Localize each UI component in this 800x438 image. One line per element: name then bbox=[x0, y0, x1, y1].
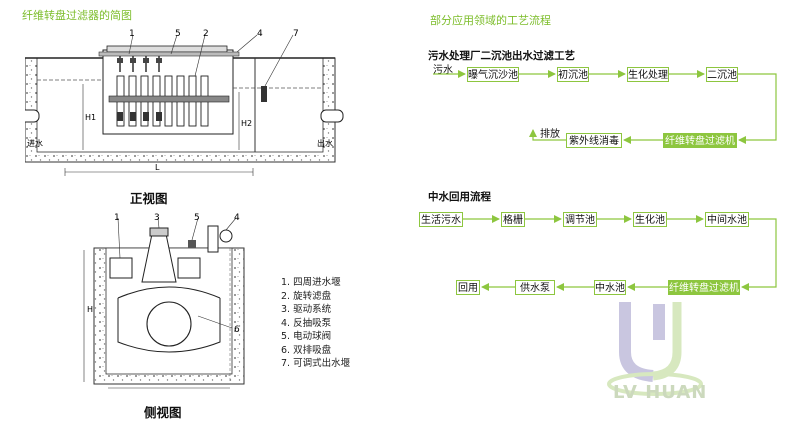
flow1-start: 污水 bbox=[433, 65, 453, 76]
flow2-step-filter: 纤维转盘过滤机 bbox=[668, 280, 740, 295]
flow1-title: 污水处理厂二沉池出水过滤工艺 bbox=[428, 50, 575, 62]
flow2-step-reclaimed: 中水池 bbox=[594, 280, 626, 295]
component-legend: 1. 四周进水堰 2. 旋转滤盘 3. 驱动系统 4. 反抽吸泵 5. 电动球阀… bbox=[281, 276, 350, 371]
legend-item: 2. 旋转滤盘 bbox=[281, 290, 332, 302]
legend-item: 6. 双排吸盘 bbox=[281, 344, 332, 356]
flow1-step-uv: 紫外线消毒 bbox=[566, 133, 622, 148]
front-callout-2: 2 bbox=[203, 29, 209, 39]
h1-label: H1 bbox=[85, 113, 96, 122]
lv-huan-logo bbox=[607, 302, 703, 396]
flow2-step-screen: 格栅 bbox=[501, 212, 525, 227]
flow2-title: 中水回用流程 bbox=[428, 191, 491, 203]
side-view-caption: 侧视图 bbox=[144, 405, 182, 420]
side-callout-5: 5 bbox=[194, 213, 200, 223]
outlet-label: 出水 bbox=[317, 138, 333, 148]
height-label: H bbox=[87, 305, 93, 314]
flow1-step-primary: 初沉池 bbox=[557, 67, 589, 82]
flow2-step-domestic: 生活污水 bbox=[419, 212, 463, 227]
right-section-title: 部分应用领域的工艺流程 bbox=[430, 14, 551, 27]
flow2-step-reuse: 回用 bbox=[456, 280, 480, 295]
flow2-step-middle: 中间水池 bbox=[705, 212, 749, 227]
front-view-caption: 正视图 bbox=[130, 191, 168, 206]
side-callout-6: 6 bbox=[234, 325, 240, 335]
length-label: L bbox=[155, 163, 160, 172]
legend-item: 4. 反抽吸泵 bbox=[281, 317, 332, 329]
legend-item: 5. 电动球阀 bbox=[281, 331, 332, 342]
legend-item: 3. 驱动系统 bbox=[281, 304, 332, 315]
front-callout-4: 4 bbox=[257, 29, 263, 39]
flow1-step-filter: 纤维转盘过滤机 bbox=[663, 133, 737, 148]
flow1-step-bio: 生化处理 bbox=[627, 67, 669, 82]
left-section-title: 纤维转盘过滤器的简图 bbox=[22, 9, 132, 22]
side-callout-4: 4 bbox=[234, 213, 240, 223]
flow1-end: 排放 bbox=[540, 129, 560, 140]
side-view-drawing: 1 3 5 4 6 H bbox=[83, 213, 245, 389]
legend-item: 7. 可调式出水堰 bbox=[281, 358, 351, 369]
flow1-step-secondary: 二沉池 bbox=[706, 67, 738, 82]
front-callout-7: 7 bbox=[293, 29, 299, 39]
flow2-step-bio: 生化池 bbox=[633, 212, 667, 227]
legend-item: 1. 四周进水堰 bbox=[281, 277, 341, 288]
inlet-label: 进水 bbox=[27, 138, 43, 148]
flow1-step-aeration: 曝气沉沙池 bbox=[467, 67, 519, 82]
front-view-drawing: 1 5 2 4 7 进水 出水 H1 H2 L bbox=[25, 29, 344, 176]
flow2-step-pump: 供水泵 bbox=[515, 280, 555, 295]
flow2-step-regulating: 调节池 bbox=[563, 212, 597, 227]
h2-label: H2 bbox=[241, 119, 252, 128]
front-callout-5: 5 bbox=[175, 29, 181, 39]
side-callout-1: 1 bbox=[114, 213, 120, 223]
side-callout-3: 3 bbox=[154, 213, 160, 223]
front-callout-1: 1 bbox=[129, 29, 135, 39]
watermark-text: LV HUAN bbox=[613, 382, 708, 403]
